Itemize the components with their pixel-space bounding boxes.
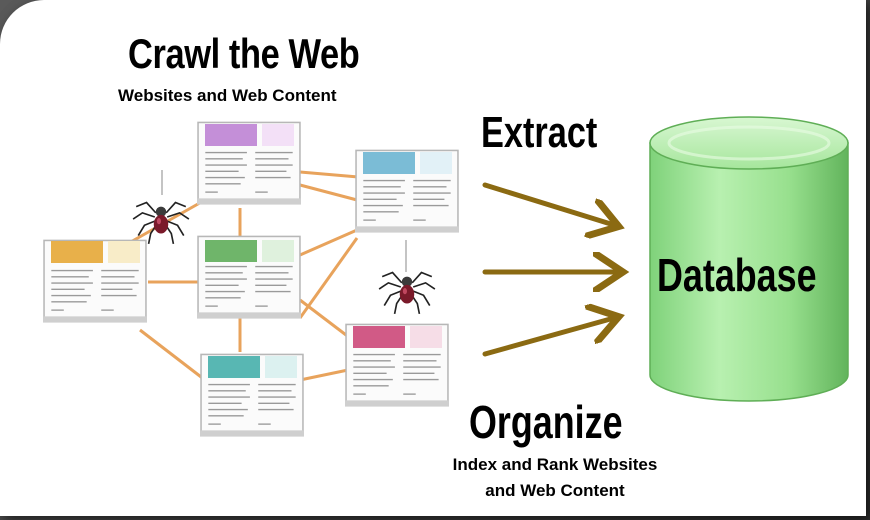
web-page-icon — [197, 121, 301, 206]
arrow-top — [482, 182, 614, 225]
spider-icon — [378, 240, 436, 315]
link-line — [299, 228, 358, 257]
link-line — [298, 237, 359, 319]
database-icon — [649, 116, 849, 402]
page-accent — [410, 326, 442, 348]
page-accent — [51, 241, 103, 263]
web-page-icon — [200, 353, 304, 438]
page-accent — [363, 152, 415, 174]
web-page-icon — [345, 323, 449, 408]
page-accent — [208, 356, 260, 378]
crawl-title: Crawl the Web — [128, 30, 360, 77]
page-accent — [205, 240, 257, 262]
link-line — [139, 328, 206, 382]
web-page-icon — [197, 235, 301, 320]
arrow-icon — [482, 182, 618, 357]
link-line — [299, 368, 349, 382]
page-accent — [265, 356, 297, 378]
crawl-subtitle: Websites and Web Content — [118, 86, 337, 105]
link-line — [299, 183, 358, 202]
page-accent — [108, 241, 140, 263]
page-accent — [262, 124, 294, 146]
extract-label: Extract — [481, 108, 598, 157]
page-accent — [205, 124, 257, 146]
page-accent — [420, 152, 452, 174]
organize-title: Organize — [469, 396, 623, 448]
web-page-icon — [355, 149, 459, 234]
web-page-icon — [43, 239, 147, 324]
spider-icon — [132, 170, 190, 245]
page-accent — [262, 240, 294, 262]
organize-subtitle-line1: Index and Rank Websites — [452, 455, 658, 474]
arrow-bottom — [482, 318, 614, 357]
page-accent — [353, 326, 405, 348]
organize-subtitle-line2: and Web Content — [485, 481, 625, 500]
database-label: Database — [657, 249, 817, 301]
